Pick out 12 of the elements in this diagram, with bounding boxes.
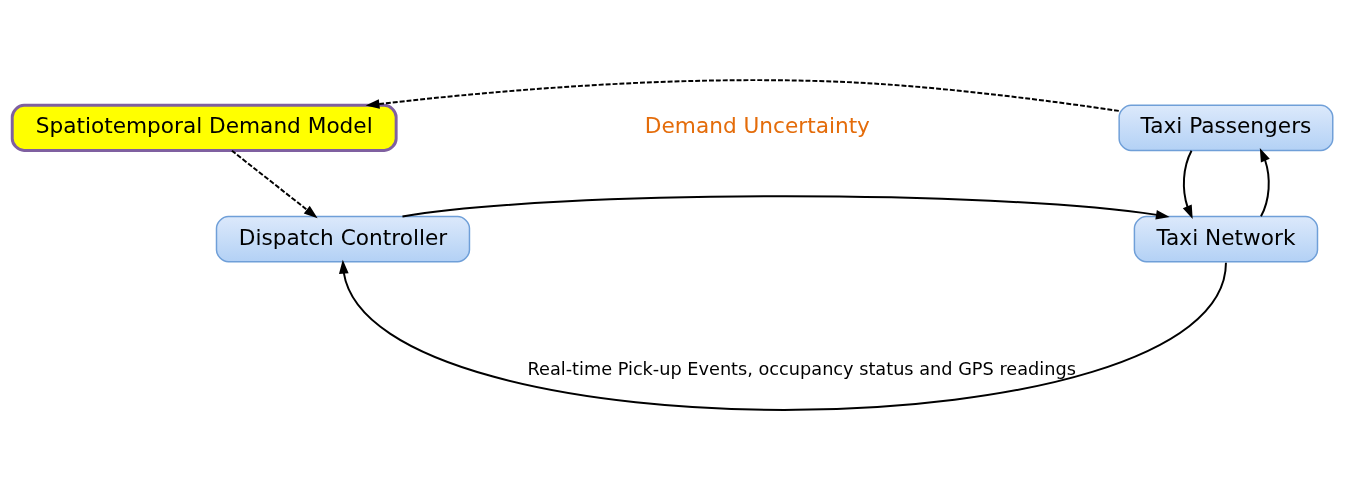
node-box: Taxi Passengers bbox=[1118, 104, 1334, 152]
arrow bbox=[1259, 147, 1270, 218]
arrow bbox=[1182, 149, 1193, 220]
node-box: Spatiotemporal Demand Model bbox=[10, 103, 398, 152]
arrow bbox=[230, 149, 318, 219]
node-box: Dispatch Controller bbox=[215, 215, 471, 263]
arrow bbox=[365, 79, 1120, 112]
label: Demand Uncertainty bbox=[644, 113, 870, 139]
node-box: Taxi Network bbox=[1133, 215, 1319, 263]
edge-label: Real-time Pick-up Events, occupancy status and GPS readings bbox=[527, 359, 1076, 380]
arrow bbox=[401, 195, 1170, 220]
arrow bbox=[339, 259, 1227, 411]
